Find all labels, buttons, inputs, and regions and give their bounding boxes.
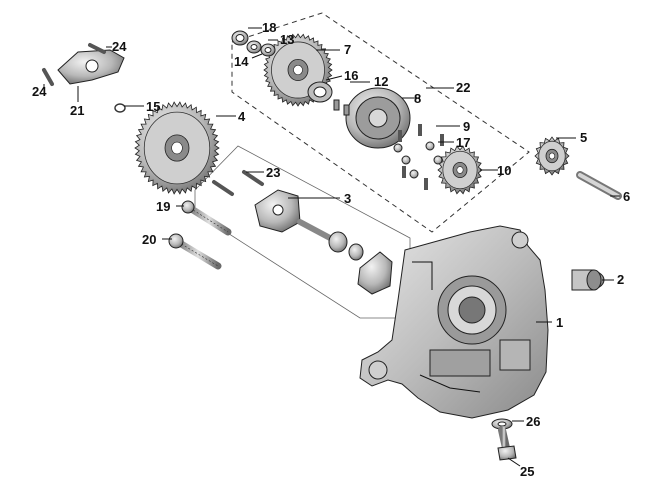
callout-24-left: 24 — [32, 84, 47, 99]
bolt-part-23 — [212, 170, 264, 196]
callout-20: 20 — [142, 232, 156, 247]
rollers-part-17 — [393, 141, 443, 179]
bushing-part-2 — [571, 269, 605, 291]
callout-15: 15 — [146, 99, 160, 114]
leader-lines — [43, 27, 620, 467]
bolt-part-24-top — [88, 43, 106, 54]
washer-part-13 — [260, 43, 276, 57]
bolt-part-19 — [181, 200, 232, 236]
callout-26: 26 — [526, 414, 540, 429]
pin-part-6 — [576, 171, 622, 200]
callout-8: 8 — [414, 91, 421, 106]
callout-16: 16 — [344, 68, 358, 83]
crankcase-cover-part-1 — [359, 225, 549, 419]
callout-10: 10 — [497, 163, 511, 178]
needle-bearing-part-16 — [307, 81, 333, 103]
driven-gear-part-4 — [134, 101, 220, 195]
callout-6: 6 — [623, 189, 630, 204]
assembly-group-22-box — [231, 12, 530, 233]
callout-7: 7 — [344, 42, 351, 57]
oring-part-15 — [114, 103, 126, 113]
bolt-part-25 — [497, 426, 517, 461]
callout-5: 5 — [580, 130, 587, 145]
callout-4: 4 — [238, 109, 246, 124]
bolt-part-24-left — [42, 68, 54, 86]
callout-2: 2 — [617, 272, 624, 287]
callout-19: 19 — [156, 199, 170, 214]
callout-23: 23 — [266, 165, 280, 180]
oil-pump-part-3 — [254, 189, 393, 295]
callout-12: 12 — [374, 74, 388, 89]
callout-24-top: 24 — [112, 39, 127, 54]
gear-part-10 — [437, 145, 483, 195]
callout-3: 3 — [344, 191, 351, 206]
pin-part-12 — [333, 99, 350, 116]
bolt-part-20 — [168, 233, 222, 270]
clutch-housing-part-8 — [345, 87, 411, 149]
callout-13: 13 — [280, 32, 294, 47]
bracket-part-21 — [57, 49, 125, 85]
callout-9: 9 — [463, 119, 470, 134]
callout-22: 22 — [456, 80, 470, 95]
callout-1: 1 — [556, 315, 563, 330]
starter-gear-part-5 — [534, 136, 570, 176]
callout-18: 18 — [262, 20, 276, 35]
callout-14: 14 — [234, 54, 249, 69]
callout-21: 21 — [70, 103, 84, 118]
washer-part-14 — [246, 40, 262, 54]
washer-part-26 — [491, 418, 513, 430]
callout-25: 25 — [520, 464, 534, 479]
callout-17: 17 — [456, 135, 470, 150]
callout-labels: 1 2 3 4 5 6 7 8 9 10 12 13 14 15 16 17 1… — [32, 20, 630, 479]
seal-part-18 — [231, 30, 249, 46]
springs-part-9 — [398, 124, 444, 190]
